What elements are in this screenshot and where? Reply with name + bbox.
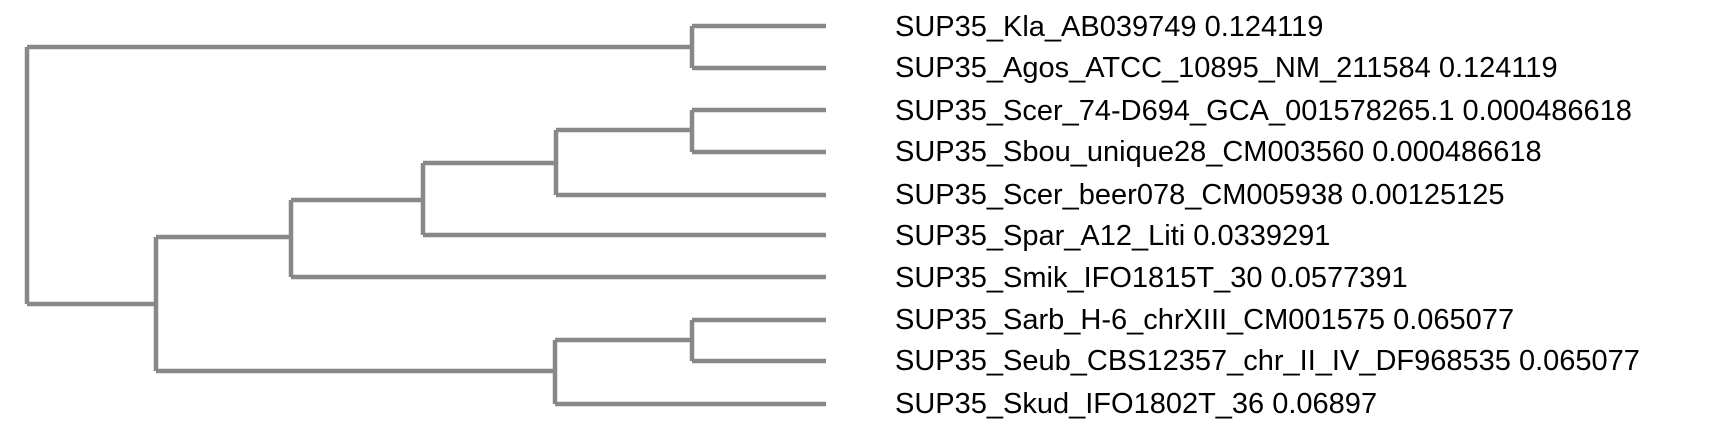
leaf-label: SUP35_Agos_ATCC_10895_NM_211584 0.124119 xyxy=(895,52,1558,84)
leaf-labels: SUP35_Kla_AB039749 0.124119 SUP35_Agos_A… xyxy=(895,11,1640,420)
leaf-label: SUP35_Spar_A12_Liti 0.0339291 xyxy=(895,220,1330,252)
leaf-label: SUP35_Skud_IFO1802T_36 0.06897 xyxy=(895,388,1377,420)
leaf-label: SUP35_Scer_74-D694_GCA_001578265.1 0.000… xyxy=(895,95,1632,127)
leaf-label: SUP35_Scer_beer078_CM005938 0.00125125 xyxy=(895,179,1504,211)
tree-branches xyxy=(24,23,826,407)
leaf-label: SUP35_Smik_IFO1815T_30 0.0577391 xyxy=(895,262,1408,294)
leaf-label: SUP35_Sarb_H-6_chrXIII_CM001575 0.065077 xyxy=(895,304,1514,336)
leaf-label: SUP35_Seub_CBS12357_chr_II_IV_DF968535 0… xyxy=(895,345,1640,377)
leaf-label: SUP35_Sbou_unique28_CM003560 0.000486618 xyxy=(895,136,1542,168)
leaf-label: SUP35_Kla_AB039749 0.124119 xyxy=(895,11,1323,43)
